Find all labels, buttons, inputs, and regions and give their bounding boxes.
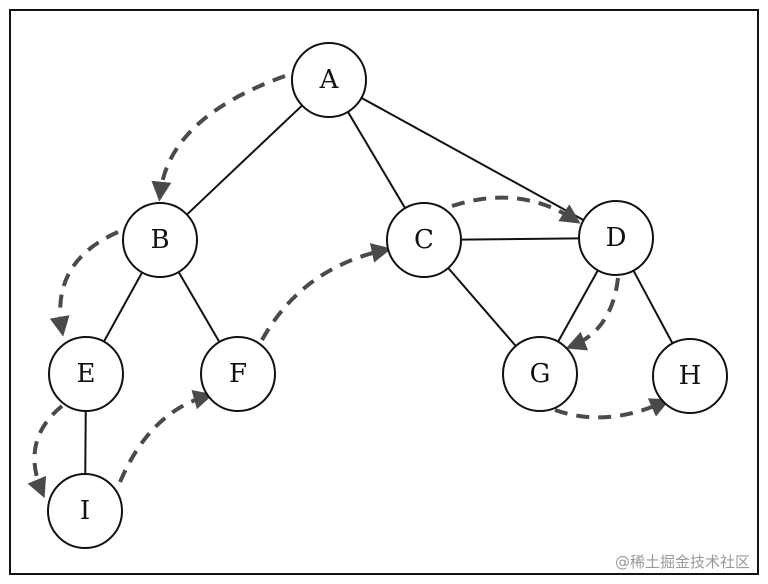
edge-a-d xyxy=(360,96,585,222)
edge-b-f xyxy=(177,271,221,343)
edge-a-b xyxy=(186,104,303,216)
node-label-a: A xyxy=(319,65,340,95)
traversal-arrow-g-h xyxy=(554,398,671,420)
nodes-layer: A B C D E F G H I xyxy=(47,42,728,549)
traversal-arrow-a-b xyxy=(151,74,286,202)
traversal-arrow-i-f xyxy=(118,389,214,483)
node-d: D xyxy=(578,200,654,276)
node-circle-h xyxy=(652,338,728,414)
node-b: B xyxy=(122,202,198,278)
node-label-f: F xyxy=(229,359,247,389)
node-circle-g xyxy=(502,336,578,412)
edges-layer xyxy=(84,96,674,475)
edge-b-e xyxy=(103,271,143,343)
traversal-arrow-b-e xyxy=(49,230,119,337)
node-g: G xyxy=(502,336,578,412)
traversal-arrow-e-i xyxy=(27,404,64,499)
edge-d-h xyxy=(632,270,674,344)
node-label-d: D xyxy=(606,223,627,253)
node-label-e: E xyxy=(77,359,96,389)
node-label-b: B xyxy=(150,225,169,255)
node-label-g: G xyxy=(530,359,551,389)
node-circle-f xyxy=(200,336,276,412)
node-c: C xyxy=(386,202,462,278)
node-label-c: C xyxy=(414,225,434,255)
traversal-layer xyxy=(27,74,671,499)
edge-d-g xyxy=(557,269,599,343)
node-circle-a xyxy=(291,42,367,118)
node-a: A xyxy=(291,42,367,118)
watermark-text: @稀土掘金技术社区 xyxy=(614,553,750,571)
edge-c-g xyxy=(447,267,517,347)
node-circle-i xyxy=(47,473,123,549)
edge-a-c xyxy=(347,111,406,209)
node-circle-b xyxy=(122,202,198,278)
node-e: E xyxy=(48,336,124,412)
node-circle-d xyxy=(578,200,654,276)
traversal-arrow-f-c xyxy=(260,243,392,341)
node-i: I xyxy=(47,473,123,549)
edge-c-d xyxy=(460,237,580,241)
traversal-arrow-d-g xyxy=(565,277,620,351)
node-label-h: H xyxy=(679,361,702,391)
traversal-arrow-c-d xyxy=(451,195,581,224)
node-circle-c xyxy=(386,202,462,278)
node-label-i: I xyxy=(80,496,90,526)
node-circle-e xyxy=(48,336,124,412)
diagram-frame xyxy=(9,9,759,575)
node-h: H xyxy=(652,338,728,414)
node-f: F xyxy=(200,336,276,412)
